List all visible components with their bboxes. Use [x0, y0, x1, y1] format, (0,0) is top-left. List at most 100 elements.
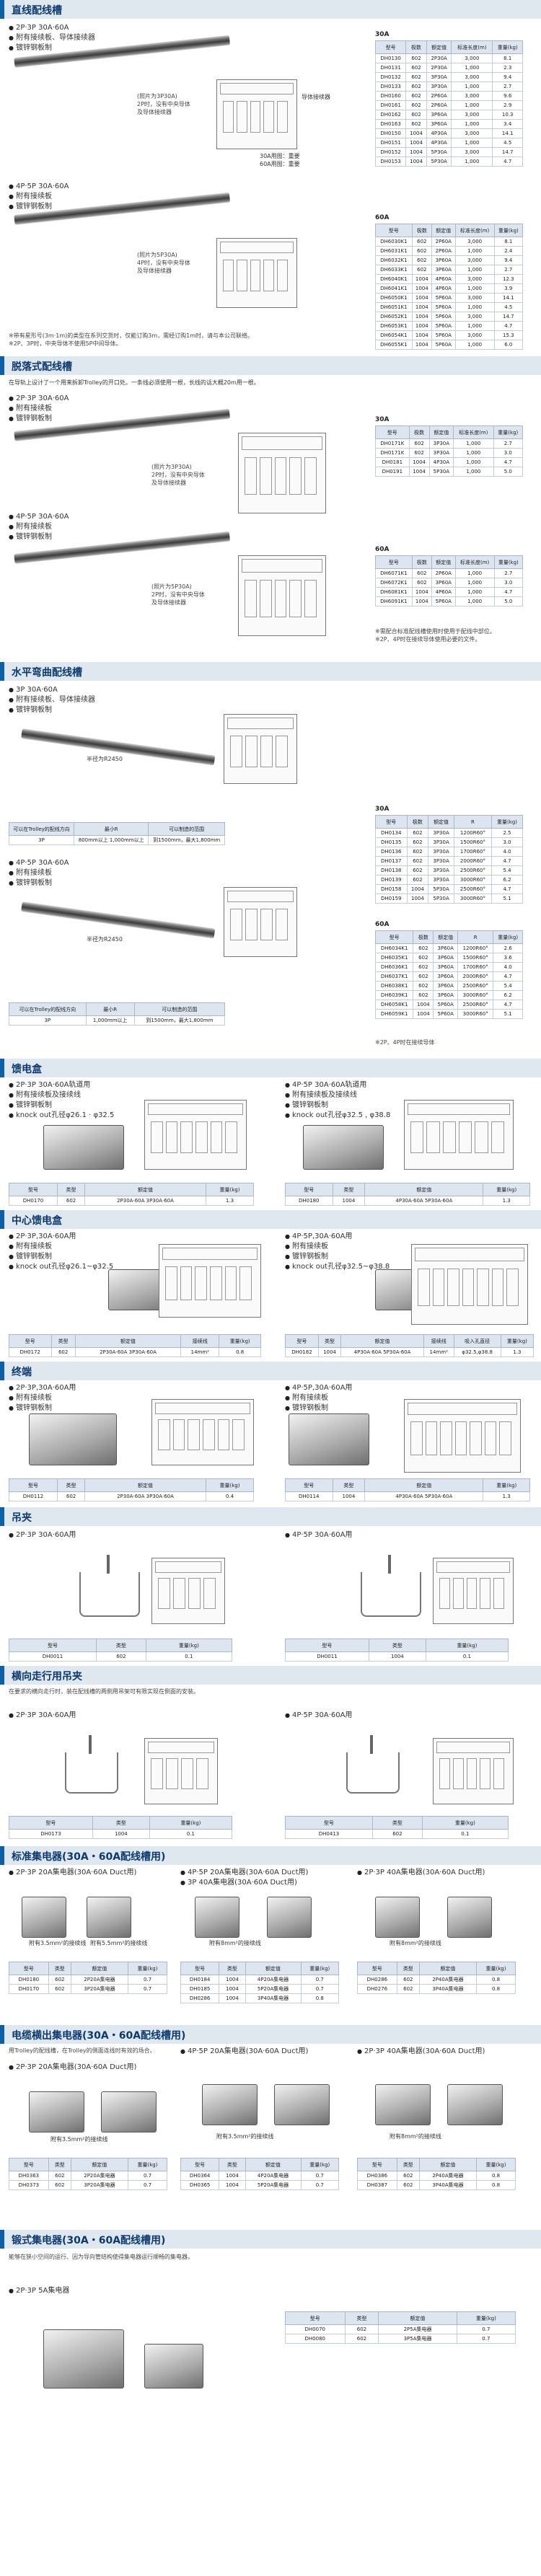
collector-photo — [375, 1897, 420, 1938]
center-feed-box-drawing — [411, 1244, 528, 1325]
table-header: 型号 — [285, 1183, 333, 1196]
forged-collector-photo — [144, 2344, 203, 2388]
table-cell: 3P — [8, 835, 75, 845]
table-cell: 602 — [413, 981, 434, 991]
table-cell: 2P60A — [431, 568, 456, 578]
side-cable-collector-photo — [447, 2084, 503, 2125]
table-cell: 到1500mm，最大1,800mm — [133, 1015, 226, 1025]
table-cell: 800mm以上 1,000mm以上 — [74, 835, 149, 845]
section-header-s6: 终端 — [0, 1362, 541, 1380]
table-cell: 5P20A集电器 — [245, 1984, 302, 1994]
table-header: 额定值 — [431, 555, 456, 569]
table-cell: 3,000 — [451, 128, 493, 138]
table-cell: 1.3 — [205, 1196, 255, 1206]
table-cell: 4P60A — [431, 274, 456, 284]
feature-bullet: 2P·3P 30A·60A用 — [9, 1530, 76, 1540]
photo-caption: 附有3.5mm²的接续线 — [50, 2136, 108, 2143]
table-header: 额定值 — [431, 224, 456, 237]
feature-bullet: 附有接续板 — [9, 1393, 52, 1403]
table-cell: 4P30A·60A 5P30A·60A — [364, 1196, 484, 1206]
table-cell: 2P20A集电器 — [70, 2171, 129, 2181]
feature-bullet: 4P·5P 20A集电器(30A·60A Duct用) — [180, 1868, 308, 1878]
table-cell: 4.7 — [491, 856, 523, 866]
table-cell: 2P60A — [431, 237, 456, 247]
table-cell: 3P30A — [428, 875, 454, 885]
hanger-clamp-drawing — [65, 1752, 118, 1794]
table-cell: 1,000 — [453, 457, 494, 467]
table-cell: 602 — [411, 578, 432, 588]
table-header: 类型 — [57, 1183, 86, 1196]
table-cell: 4P20A集电器 — [245, 2171, 302, 2181]
table-cell: 14.7 — [492, 147, 523, 157]
table-cell: DH0286 — [357, 1975, 397, 1985]
table-cell: 602 — [405, 63, 427, 73]
table-cell: 3P60A — [433, 962, 459, 972]
table-cell: DH6071K1 — [375, 568, 413, 578]
table-cell: DH0138 — [375, 865, 408, 875]
table-cell: 602 — [405, 53, 427, 63]
section-title: 锻式集电器(30A・60A配线槽用) — [12, 2235, 166, 2246]
feature-bullet: 2P·3P 40A集电器(30A·60A Duct用) — [357, 1868, 485, 1878]
table-header: 可以在Trolley的配线方向 — [8, 822, 75, 836]
table-cell: 3,000 — [454, 255, 495, 265]
table-cell: 0.7 — [128, 1984, 167, 1994]
table-cell: 3,000 — [451, 53, 493, 63]
feature-bullet: 2P·3P 30A·60A — [9, 23, 69, 33]
note-text: ※2P、4P时在接续导体 — [375, 1039, 435, 1046]
table-cell: DH0070 — [285, 2324, 346, 2334]
table-cell: 5P60A — [431, 321, 456, 331]
table-cell: 1004 — [332, 1491, 366, 1501]
table-cell: DH0137 — [375, 856, 408, 866]
table-cell: DH0173 — [9, 1829, 93, 1839]
table-cell: 到1500mm，最大1,800mm — [148, 835, 225, 845]
table-cell: DH0132 — [374, 72, 407, 82]
table-cell: 602 — [413, 962, 434, 972]
table-cell: 4P30A — [426, 138, 452, 148]
table-header: 重量(kg) — [205, 1183, 255, 1196]
table-cell: 3000R60° — [453, 894, 493, 904]
table-cell: DH0386 — [357, 2171, 397, 2181]
table-cell: 3,000 — [454, 312, 495, 322]
table-cell: 602 — [396, 1975, 420, 1985]
table-cell: 1200R60° — [453, 828, 493, 838]
side-cable-collector-photo — [375, 2084, 431, 2125]
feed-box-photo — [43, 1125, 124, 1170]
feature-bullet: 2P·3P 20A集电器(30A·60A Duct用) — [9, 1868, 136, 1878]
note-text: 4P时，没有中央导体 — [137, 260, 190, 266]
feature-bullet: 2P·3P 30A·60A — [9, 394, 69, 404]
table-header: 类型 — [57, 1478, 86, 1492]
table-cell: 602 — [411, 255, 432, 265]
table-cell: 1,000 — [453, 467, 494, 477]
table-cell: 9.6 — [492, 91, 523, 101]
table-cell: 602 — [411, 568, 432, 578]
feature-bullet: 4P·5P,30A·60A用 — [285, 1383, 352, 1393]
section-header-s8: 横向走行用吊夹 — [0, 1666, 541, 1685]
section-title: 电缆横出集电器(30A・60A配线槽用) — [12, 2030, 186, 2042]
table-header: 型号 — [374, 930, 414, 944]
table-cell: DH6081K1 — [375, 587, 413, 597]
table-cell: 0.7 — [128, 2180, 167, 2190]
table-label: 60A — [375, 546, 390, 553]
feature-bullet: 2P·3P,30A·60A用 — [9, 1232, 76, 1242]
table-cell: 5P60A — [431, 596, 456, 606]
end-cap-photo — [289, 1413, 369, 1465]
note-text: (照片为5P30A) — [151, 583, 192, 590]
table-cell: 14mm² — [180, 1347, 220, 1357]
table-cell: 1,000 — [451, 138, 493, 148]
feature-bullet: 附有接续板及接续线 — [9, 1090, 81, 1100]
table-cell: 2P60A — [426, 91, 452, 101]
table-cell: 5P20A集电器 — [245, 2180, 302, 2190]
